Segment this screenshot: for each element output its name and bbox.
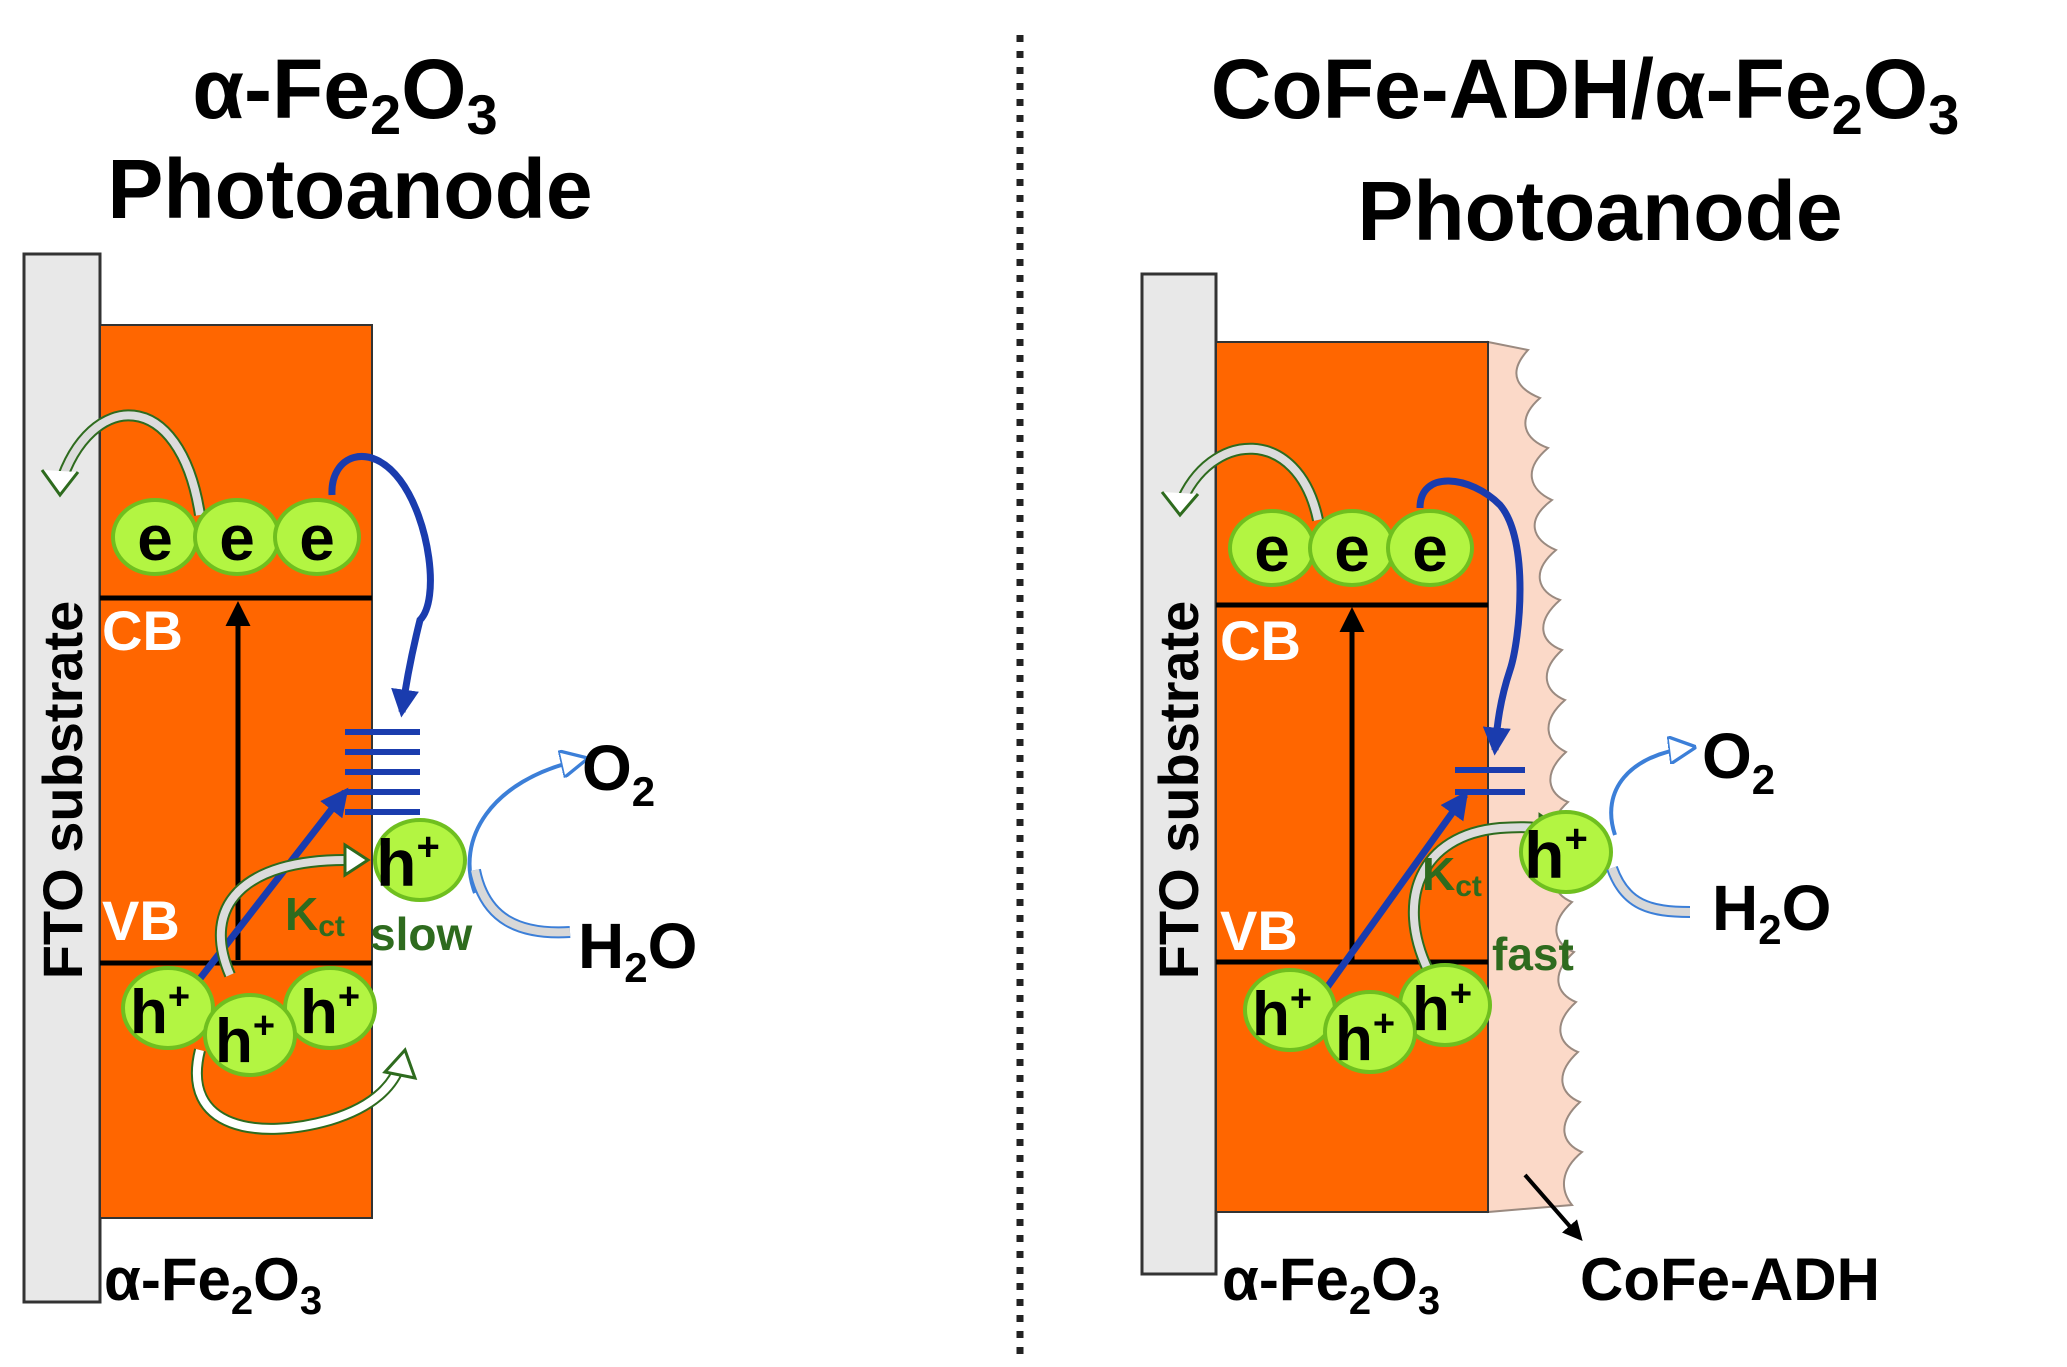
left-trap-states [345, 729, 420, 815]
right-o2-label: O2 [1702, 720, 1775, 803]
right-h2o-label: H2O [1712, 872, 1831, 953]
right-electron-3 [1386, 509, 1474, 587]
left-vb-hole-1-label: h+ [130, 976, 190, 1047]
right-surface-hole-label: h+ [1524, 817, 1588, 892]
right-vb-hole-2-label: h+ [1335, 1003, 1395, 1074]
right-kct-label: Kct [1422, 848, 1482, 903]
right-cofe-pointer-arrow [1523, 1173, 1583, 1242]
right-surface-hole [1519, 810, 1613, 894]
left-electron-return-arrow [40, 409, 206, 516]
left-vb-holes: h+ h+ h+ [121, 966, 377, 1077]
right-fto-substrate [1140, 272, 1218, 1276]
left-vb-hole-3-label: h+ [300, 976, 360, 1047]
right-electron-1-label: e [1254, 513, 1290, 585]
left-vb-hole-2 [203, 993, 297, 1077]
right-o2-arrow [1609, 748, 1688, 836]
left-electron-3 [273, 498, 361, 576]
right-cofe-adh-layer [1487, 340, 1584, 1214]
right-vb-hole-1-label: h+ [1252, 978, 1312, 1049]
left-title-line2: Photoanode [107, 142, 592, 236]
left-surface-hole-label: h+ [376, 825, 440, 900]
left-electron-2-label: e [219, 502, 255, 574]
right-electrons: e e e [1228, 509, 1474, 587]
left-electron-1-label: e [137, 502, 173, 574]
right-vb-holes: h+ h+ h+ [1243, 963, 1492, 1074]
left-surface-hole [373, 818, 467, 902]
right-title-line1: CoFe-ADH/α-Fe2O3 [1211, 42, 1960, 146]
left-fto-label: FTO substrate [31, 601, 94, 980]
left-recombination-arrow [328, 452, 434, 718]
right-panel: CoFe-ADH/α-Fe2O3 Photoanode FTO substrat… [1140, 42, 1960, 1323]
right-cofe-label: CoFe-ADH [1580, 1246, 1880, 1313]
left-panel: α-Fe2O3 Photoanode FTO substrate CB VB e… [22, 42, 697, 1323]
left-o2-arrow [467, 760, 580, 894]
left-title-line1: α-Fe2O3 [192, 42, 497, 146]
left-vb-hole-1 [121, 966, 215, 1050]
right-hole-trap-arrow [1315, 790, 1469, 1003]
left-kct-label: Kct [285, 888, 345, 943]
right-bottom-label: α-Fe2O3 [1222, 1246, 1440, 1323]
right-vb-hole-2 [1323, 990, 1417, 1074]
left-cb-label: CB [102, 599, 183, 662]
right-vb-label: VB [1220, 899, 1298, 962]
right-recombination-arrow [1416, 477, 1524, 756]
right-electron-return-arrow [1160, 442, 1324, 522]
right-title-line2: Photoanode [1357, 164, 1842, 258]
left-vb-hole-2-label: h+ [215, 1005, 275, 1076]
right-h2o-arrow [1606, 865, 1691, 918]
left-rate-label: slow [370, 908, 472, 960]
right-cb-label: CB [1220, 609, 1301, 672]
left-electron-3-label: e [299, 502, 335, 574]
left-kct-arrow [214, 842, 371, 978]
left-hole-loop-arrow [190, 1047, 418, 1135]
right-fto-label: FTO substrate [1147, 601, 1210, 980]
left-h2o-arrow [469, 868, 571, 939]
left-bottom-label: α-Fe2O3 [104, 1246, 322, 1323]
left-electrons: e e e [111, 498, 361, 576]
right-vb-hole-3-label: h+ [1412, 973, 1472, 1044]
right-rate-label: fast [1492, 928, 1574, 980]
left-o2-label: O2 [582, 732, 655, 815]
right-electron-2-label: e [1334, 513, 1370, 585]
left-vb-label: VB [102, 889, 180, 952]
right-electron-3-label: e [1412, 513, 1448, 585]
left-h2o-label: H2O [578, 910, 697, 991]
